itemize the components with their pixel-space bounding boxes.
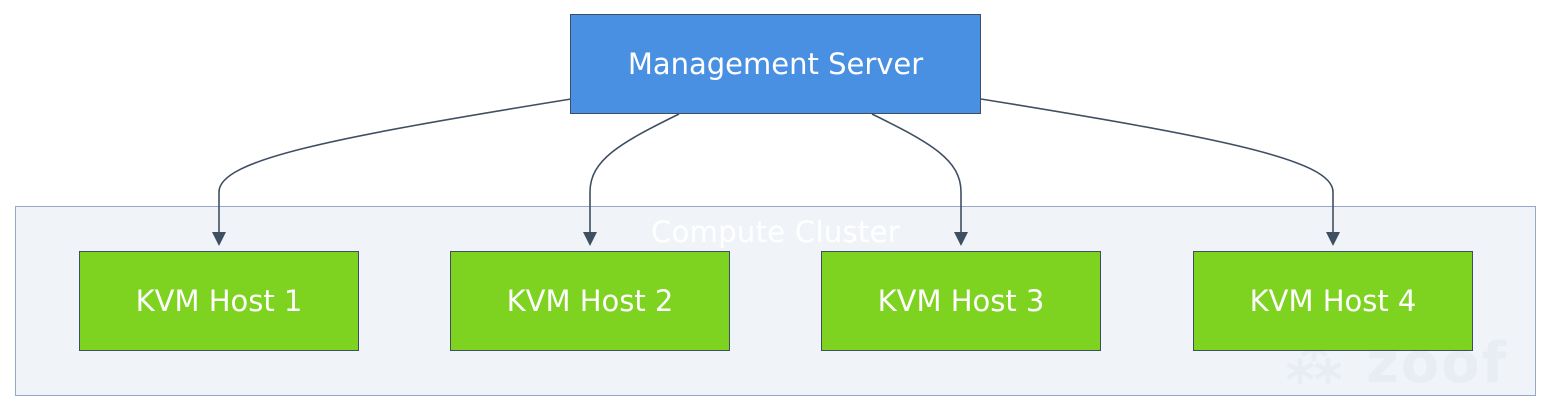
- management-server-label: Management Server: [627, 47, 924, 81]
- kvm-host-3-label: KVM Host 3: [877, 284, 1045, 318]
- kvm-host-2-label: KVM Host 2: [506, 284, 674, 318]
- kvm-host-4-label: KVM Host 4: [1249, 284, 1417, 318]
- kvm-host-4-node[interactable]: KVM Host 4: [1193, 251, 1473, 351]
- kvm-host-2-node[interactable]: KVM Host 2: [450, 251, 730, 351]
- cluster-title: Compute Cluster: [651, 215, 900, 249]
- management-server-node[interactable]: Management Server: [570, 14, 981, 114]
- kvm-host-3-node[interactable]: KVM Host 3: [821, 251, 1101, 351]
- kvm-host-1-node[interactable]: KVM Host 1: [79, 251, 359, 351]
- kvm-host-1-label: KVM Host 1: [135, 284, 303, 318]
